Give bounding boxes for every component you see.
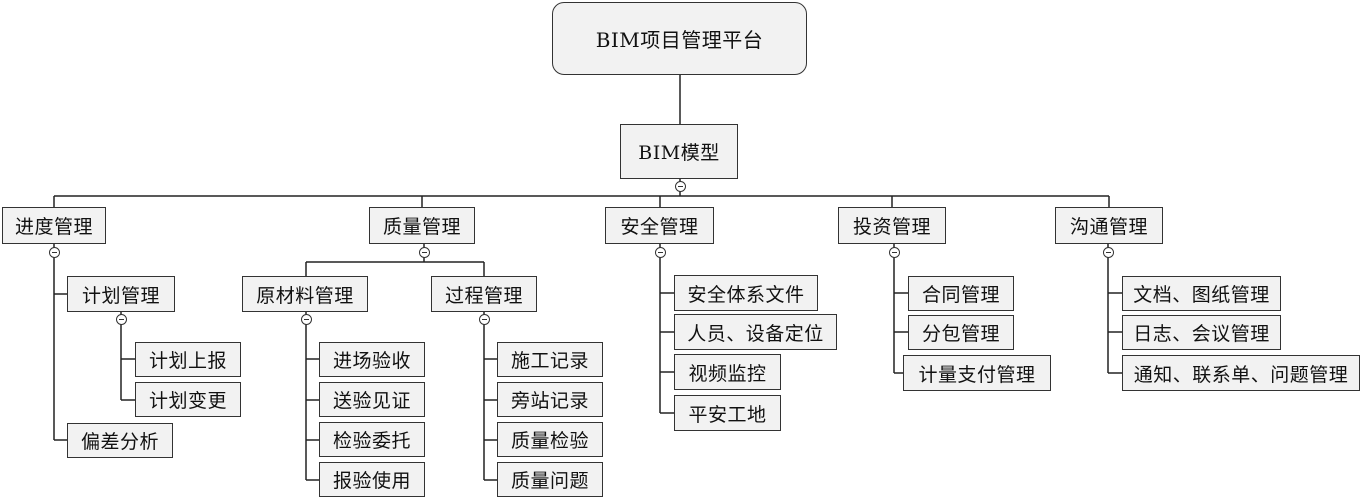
collapse-icon[interactable] [115,313,127,325]
collapse-icon[interactable] [1102,246,1114,258]
quality-materials: 原材料管理 [242,276,368,312]
safety-video: 视频监控 [674,354,781,390]
schedule-plan-report: 计划上报 [135,342,241,377]
quality-materials-commission: 检验委托 [319,422,425,457]
safety-system-docs: 安全体系文件 [674,275,818,311]
branch-safety: 安全管理 [605,207,714,244]
schedule-plan: 计划管理 [67,276,175,312]
schedule-deviation: 偏差分析 [67,423,173,458]
collapse-icon[interactable] [418,246,430,258]
root-node: BIM项目管理平台 [552,2,807,75]
quality-materials-witness: 送验见证 [319,382,425,417]
model-node: BIM模型 [620,124,738,179]
collapse-icon[interactable] [654,246,666,258]
communication-notices: 通知、联系单、问题管理 [1122,355,1360,391]
safety-site: 平安工地 [674,395,781,431]
investment-payment: 计量支付管理 [903,355,1051,391]
collapse-icon[interactable] [48,246,60,258]
collapse-icon[interactable] [478,313,490,325]
collapse-icon[interactable] [888,246,900,258]
communication-logs: 日志、会议管理 [1122,315,1281,350]
quality-process-supervision: 旁站记录 [497,382,603,417]
investment-contract: 合同管理 [908,276,1014,311]
branch-schedule: 进度管理 [2,207,106,244]
investment-subcontract: 分包管理 [908,315,1014,350]
quality-process-inspection: 质量检验 [497,422,603,457]
branch-investment: 投资管理 [838,207,946,244]
branch-quality: 质量管理 [369,207,475,244]
branch-communication: 沟通管理 [1055,207,1163,244]
communication-docs: 文档、图纸管理 [1122,276,1281,311]
quality-process: 过程管理 [431,276,537,312]
quality-materials-use: 报验使用 [319,462,425,497]
safety-positioning: 人员、设备定位 [674,314,837,350]
collapse-icon[interactable] [674,180,686,192]
quality-process-issues: 质量问题 [497,462,603,497]
collapse-icon[interactable] [300,313,312,325]
schedule-plan-change: 计划变更 [135,382,241,417]
quality-process-construction: 施工记录 [497,342,603,377]
quality-materials-entry: 进场验收 [319,342,425,377]
